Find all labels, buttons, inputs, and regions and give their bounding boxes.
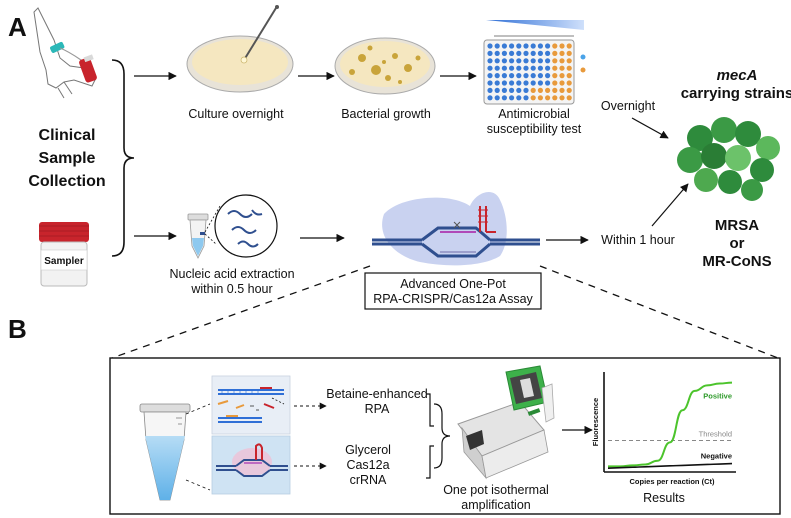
- chart-title: Results: [643, 491, 685, 505]
- isothermal-machine-icon: [457, 365, 555, 480]
- bacterial-growth-dish-icon: [334, 37, 436, 95]
- reaction-tube-icon: [139, 403, 191, 501]
- arrow-overnight: [631, 117, 669, 139]
- rpa-label-line-1: Betaine-enhanced: [326, 387, 428, 401]
- zoom-b-bottom: [185, 479, 211, 491]
- culture-dish-icon: [186, 5, 294, 93]
- extraction-label-line-2: within 0.5 hour: [190, 282, 272, 296]
- results-chart: Fluorescence Copies per reaction (Ct) Re…: [591, 372, 736, 505]
- b-bracket-top: [426, 393, 434, 427]
- assay-dna-icon: [372, 192, 540, 266]
- series-label-positive: Positive: [703, 392, 732, 401]
- assay-label-box: [364, 272, 542, 310]
- zoom-b-top: [185, 403, 211, 415]
- cas12a-complex-icon: [216, 443, 288, 477]
- result-line-2: or: [730, 235, 745, 252]
- panel-b-letter: B: [8, 314, 27, 344]
- clinical-line-3: Collection: [28, 173, 105, 190]
- series-label-negative: Negative: [701, 452, 732, 461]
- machine-label-line-1: One pot isothermal: [443, 483, 549, 497]
- chart-xlabel: Copies per reaction (Ct): [629, 477, 715, 486]
- overnight-label: Overnight: [601, 99, 656, 113]
- rpa-label-line-2: RPA: [365, 402, 390, 416]
- sampler-label: Sampler: [44, 256, 84, 267]
- extraction-tube-icon: [187, 194, 278, 259]
- sample-brace: [111, 59, 135, 257]
- extraction-label-line-1: Nucleic acid extraction: [169, 267, 294, 281]
- rpa-strands-icon: [217, 387, 284, 423]
- sampler-jar-icon: [39, 222, 89, 287]
- within-label: Within 1 hour: [601, 233, 675, 247]
- cas-label-line-3: crRNA: [350, 473, 387, 487]
- ast-label-line-1: Antimicrobial: [498, 107, 570, 121]
- ast-plate-icon: [483, 20, 586, 105]
- bacteria-cluster-icon: [677, 117, 780, 201]
- b-bracket-bottom: [426, 445, 434, 479]
- meca-label: mecA: [717, 67, 758, 84]
- panel-a-letter: A: [8, 12, 27, 42]
- chart-ylabel: Fluorescence: [591, 398, 600, 446]
- hand-blood-draw-icon: [33, 7, 97, 99]
- result-line-1: MRSA: [715, 217, 759, 234]
- assay-label-line-1: Advanced One-Pot: [400, 277, 506, 291]
- clinical-line-2: Sample: [39, 150, 96, 167]
- culture-label: Culture overnight: [188, 107, 284, 121]
- ast-label-line-2: susceptibility test: [487, 122, 582, 136]
- cas-label-line-1: Glycerol: [345, 443, 391, 457]
- growth-label: Bacterial growth: [341, 107, 431, 121]
- b-brace: [433, 403, 451, 469]
- arrow-within-up: [651, 183, 689, 227]
- cas-label-line-2: Cas12a: [346, 458, 389, 472]
- zoom-line-left: [111, 265, 371, 359]
- rpa-panel: [211, 375, 291, 435]
- carrying-strains-label: carrying strains: [681, 85, 791, 102]
- result-line-3: MR-CoNS: [702, 253, 771, 270]
- clinical-line-1: Clinical: [39, 127, 96, 144]
- assay-label-line-2: RPA-CRISPR/Cas12a Assay: [373, 292, 533, 306]
- threshold-label: Threshold: [699, 430, 732, 439]
- machine-label-line-2: amplification: [461, 498, 531, 512]
- series-line-positive: [607, 381, 733, 468]
- series-line-negative: [607, 462, 733, 469]
- zoom-line-right: [539, 265, 779, 359]
